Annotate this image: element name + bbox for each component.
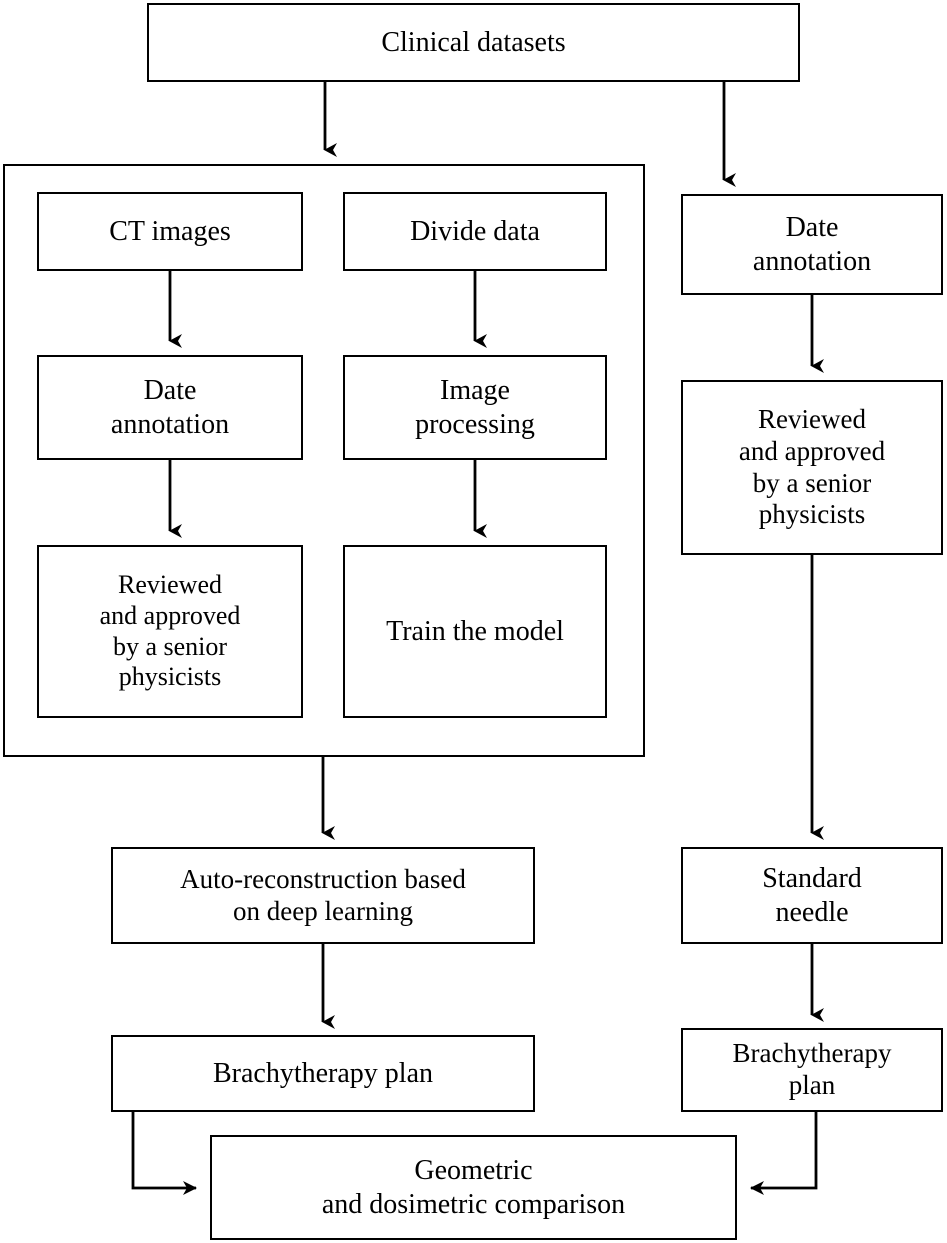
node-brachytherapy-plan-right[interactable]: Brachytherapy plan	[681, 1028, 943, 1112]
node-brachytherapy-plan-left[interactable]: Brachytherapy plan	[111, 1035, 535, 1112]
node-ct-images[interactable]: CT images	[37, 192, 303, 271]
node-date-annotation-left[interactable]: Date annotation	[37, 355, 303, 460]
node-reviewed-approved-right[interactable]: Reviewed and approved by a senior physic…	[681, 380, 943, 555]
node-image-processing[interactable]: Image processing	[343, 355, 607, 460]
node-train-the-model[interactable]: Train the model	[343, 545, 607, 718]
node-divide-data[interactable]: Divide data	[343, 192, 607, 271]
node-geometric-comparison[interactable]: Geometric and dosimetric comparison	[210, 1135, 737, 1240]
node-clinical-datasets[interactable]: Clinical datasets	[147, 3, 800, 82]
node-reviewed-approved-left[interactable]: Reviewed and approved by a senior physic…	[37, 545, 303, 718]
edge-plan-right-to-comparison	[750, 1112, 818, 1195]
node-date-annotation-right[interactable]: Date annotation	[681, 194, 943, 295]
deep-learning-group-box	[3, 164, 645, 757]
node-standard-needle[interactable]: Standard needle	[681, 847, 943, 944]
edge-plan-left-to-comparison	[131, 1112, 197, 1195]
node-auto-reconstruction[interactable]: Auto-reconstruction based on deep learni…	[111, 847, 535, 944]
